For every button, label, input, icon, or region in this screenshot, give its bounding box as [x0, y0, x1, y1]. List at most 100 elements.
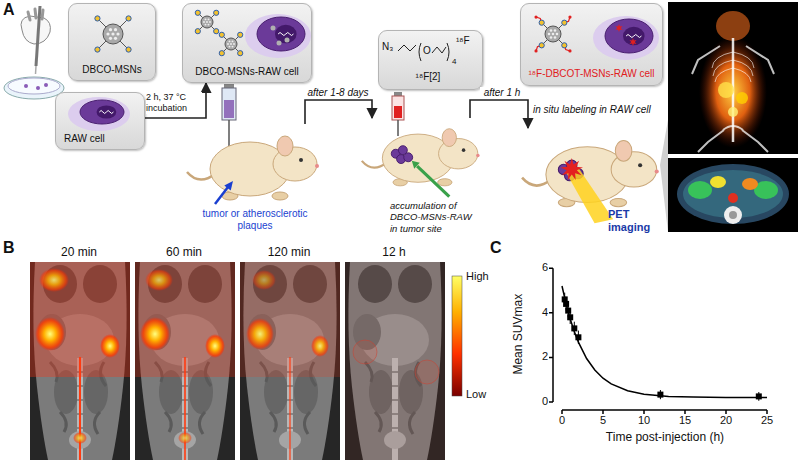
syringe: [224, 100, 234, 118]
mouse-accumulation: accumulation of DBCO-MSNs-RAW in tumor s…: [360, 118, 485, 237]
pore: [232, 40, 234, 42]
flow-arrow: [145, 83, 206, 118]
cell-nucleus: [97, 105, 117, 118]
syringe: [394, 106, 402, 118]
dbco-group: [195, 10, 200, 15]
pet-mri-12h: [345, 262, 445, 460]
pipette-hand: [36, 6, 40, 66]
mouse-leg: [610, 198, 627, 206]
pet-whole-body: [716, 11, 750, 41]
dbco-group: [126, 47, 131, 52]
pet-mri-120min: [240, 262, 340, 460]
mouse: [187, 136, 319, 204]
node-label: 4: [452, 57, 456, 67]
dbco-group: [238, 51, 243, 56]
pet-mri-120min: [240, 262, 340, 460]
data-point: [575, 334, 581, 340]
labeled-cell-bubble: DBCO-MSNs-RAW cell: [182, 3, 312, 83]
flow-arrow: [470, 100, 528, 128]
color-scale: [452, 276, 462, 396]
pipette-hand: [35, 66, 37, 74]
axis-title: Time post-injection (h): [560, 430, 770, 444]
chart-axes: [549, 268, 767, 414]
pet-whole-body: [718, 82, 734, 98]
pore: [111, 32, 114, 35]
radiolabeled-cell-bubble-art: [521, 4, 664, 68]
pet-mri-20min: [100, 334, 120, 358]
pore: [205, 24, 207, 26]
pore: [552, 33, 555, 36]
radiolabeled-cell-bubble: ¹⁸F-DBCOT-MSNs-RAW cell: [520, 3, 663, 86]
pore: [203, 21, 205, 23]
color-scale: [452, 276, 462, 396]
axis-tick: 25: [752, 414, 782, 427]
raw-cell: [257, 17, 305, 51]
internalized-particle: [271, 26, 276, 31]
axis-tick: 0: [547, 414, 577, 427]
pet-whole-body: [698, 126, 768, 152]
pointer-arrow: [417, 166, 449, 196]
f18-tag: [534, 15, 537, 18]
pet-whole-body: [668, 2, 798, 154]
flow-arrow: [305, 100, 372, 124]
mouse-eye: [299, 158, 303, 162]
dbco-group: [562, 20, 567, 25]
mouse-nose: [655, 169, 659, 173]
mouse-injection-art: [185, 124, 325, 208]
dbco-group: [214, 10, 219, 15]
nanoparticle-bubble-art: [69, 4, 157, 64]
f18-tag: [534, 49, 537, 52]
pet-mri-60min: [135, 262, 235, 460]
f18-tag: [630, 38, 637, 46]
data-point: [567, 314, 573, 320]
panel-title: 120 min: [240, 245, 338, 259]
dbco-group: [562, 43, 567, 48]
labeled-cell-bubble-art: [183, 4, 313, 66]
mouse-eye: [638, 163, 642, 167]
mouse: [362, 129, 480, 197]
pore: [229, 46, 231, 48]
syringe: [228, 120, 230, 146]
node-label: ¹⁸F[2]: [379, 71, 477, 83]
pointer-arrow: [224, 181, 233, 191]
pet-transverse: [710, 176, 726, 188]
internalized-particle: [277, 41, 282, 46]
pet-mri-60min: [205, 334, 225, 358]
pet-whole-body: [692, 46, 774, 74]
dna-strand: [626, 35, 641, 38]
pet-whole-body: [736, 92, 748, 104]
pointer-arrow: [412, 161, 420, 169]
pipette-hand: [21, 6, 50, 74]
axis-tick: 15: [670, 414, 700, 427]
pet-mri-20min: [79, 357, 81, 460]
pore: [227, 43, 229, 45]
axis-tick: 10: [629, 414, 659, 427]
node-label: DBCO-MSNs: [73, 64, 151, 76]
node-label: ¹⁸F: [456, 35, 470, 47]
pore: [550, 36, 553, 39]
node-label: tumor or atherosclerotic plaques: [191, 208, 319, 232]
pet-mri-60min: [140, 317, 170, 351]
silica-particle: [545, 26, 561, 42]
panel-title: 60 min: [135, 245, 233, 259]
data-point: [565, 308, 571, 314]
data-point: [756, 393, 762, 399]
mouse-ear: [442, 129, 456, 147]
arrow-label: after 1-8 days: [302, 87, 374, 99]
pore: [233, 43, 235, 45]
pet-whole-body: [668, 2, 798, 154]
pointer-arrow: [215, 187, 228, 204]
petri-dish: [4, 77, 64, 99]
pore: [116, 32, 119, 35]
pet-mri-120min: [311, 335, 329, 357]
chart-axes: [562, 410, 767, 414]
axis-tick: 6: [526, 261, 548, 274]
cell-bubble: RAW cell: [55, 92, 145, 150]
pet-whole-body: [712, 52, 754, 82]
silica-particle: [201, 16, 213, 28]
cell-halo: [68, 97, 130, 131]
dbco-group: [238, 32, 243, 37]
petri-dish: [24, 84, 28, 88]
mouse-nose: [315, 164, 319, 168]
